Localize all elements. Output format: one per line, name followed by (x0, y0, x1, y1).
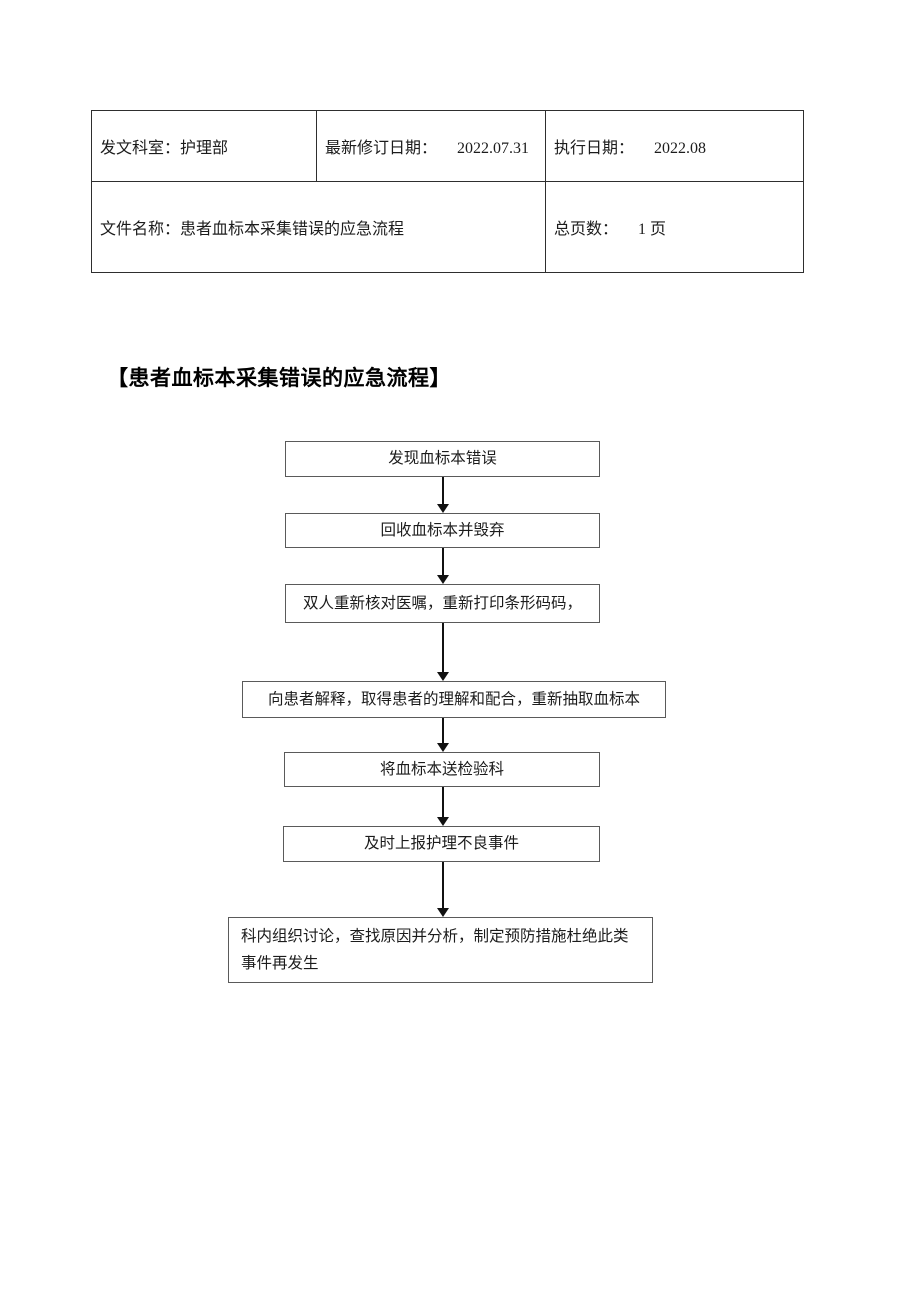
table-row: 发文科室：护理部 最新修订日期： 2022.07.31 执行日期： 2022.08 (91, 110, 804, 182)
document-header-table: 发文科室：护理部 最新修订日期：2022.07.31 执行日期：2022.08 … (91, 110, 804, 273)
cell-execution-date: 执行日期： 2022.08 (545, 110, 804, 182)
flow-step-explain-redraw-sample: 向患者解释，取得患者的理解和配合，重新抽取血标本 (242, 681, 666, 718)
cell-issuing-dept: 发文科室：护理部 (91, 110, 317, 182)
total-pages-value: 1 页 (638, 221, 667, 238)
table-row: 文件名称：患者血标本采集错误的应急流程 总页数： 1 页 (91, 181, 804, 273)
flow-arrow-down-icon (437, 718, 449, 752)
flow-step-report-adverse-event: 及时上报护理不良事件 (283, 826, 600, 862)
flow-arrow-down-icon (437, 623, 449, 681)
file-name-value: 患者血标本采集错误的应急流程 (180, 221, 405, 238)
flow-arrow-down-icon (437, 787, 449, 826)
cell-file-name: 文件名称：患者血标本采集错误的应急流程 (91, 181, 546, 273)
issuing-dept-label: 发文科室： (100, 140, 181, 157)
revision-date-label: 最新修订日期： (325, 140, 438, 157)
flow-arrow-down-icon (437, 477, 449, 513)
flow-step-send-to-lab: 将血标本送检验科 (284, 752, 600, 787)
cell-total-pages: 总页数： 1 页 (545, 181, 804, 273)
cell-revision-date: 最新修订日期： 2022.07.31 (316, 110, 546, 182)
flow-step-recheck-order-print-barcode: 双人重新核对医嘱，重新打印条形码码， (285, 584, 600, 623)
execution-date-value: 2022.08 (654, 140, 707, 157)
flow-step-discover-error: 发现血标本错误 (285, 441, 600, 477)
page-title: 【患者血标本采集错误的应急流程】 (107, 366, 451, 390)
issuing-dept-value: 护理部 (180, 140, 229, 157)
total-pages-label: 总页数： (554, 221, 619, 238)
flow-step-department-discussion: 科内组织讨论，查找原因并分析，制定预防措施杜绝此类事件再发生 (228, 917, 653, 983)
revision-date-value: 2022.07.31 (457, 140, 530, 157)
flow-arrow-down-icon (437, 548, 449, 584)
file-name-label: 文件名称： (100, 221, 181, 238)
flow-step-recall-destroy: 回收血标本并毁弃 (285, 513, 600, 548)
execution-date-label: 执行日期： (554, 140, 635, 157)
flow-arrow-down-icon (437, 862, 449, 917)
